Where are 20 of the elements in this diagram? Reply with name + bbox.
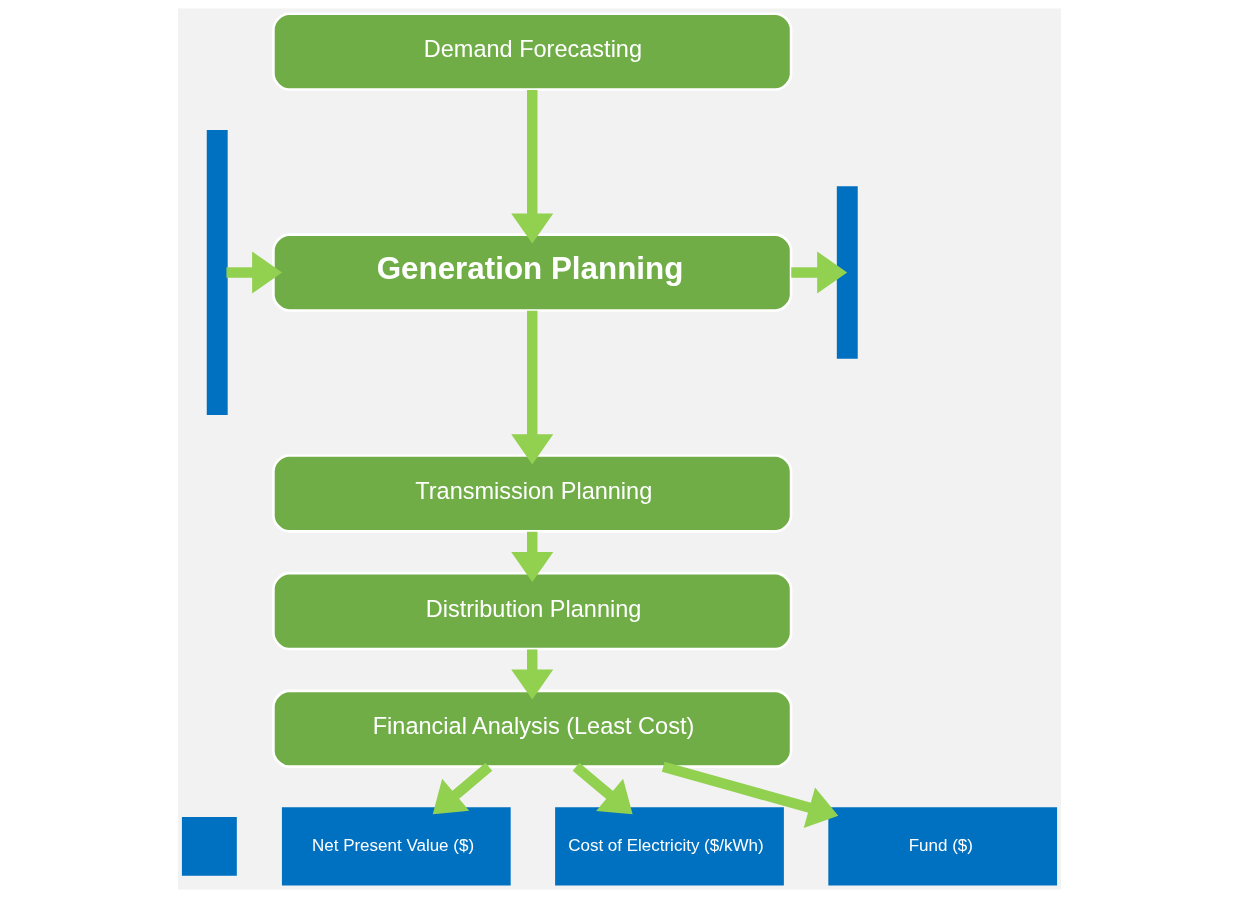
- arrow: [790, 251, 847, 294]
- node-box: Cost of Electricity ($/kWh): [554, 807, 784, 886]
- node-box: Transmission Planning: [271, 454, 792, 533]
- node-box: Fund ($): [827, 807, 1057, 886]
- node-box: [181, 816, 237, 876]
- node-box: Distribution Planning: [271, 571, 792, 651]
- arrow: [432, 762, 492, 815]
- arrow: [572, 762, 633, 815]
- arrow: [510, 89, 553, 244]
- node-box: Demand Forecasting: [271, 12, 792, 91]
- arrow: [510, 531, 553, 582]
- node-bar: [206, 130, 228, 415]
- node-bar: [836, 186, 858, 359]
- arrow: [510, 649, 553, 700]
- node-box: Financial Analysis (Least Cost): [271, 689, 792, 768]
- node-box: Net Present Value ($): [281, 807, 511, 886]
- arrow: [661, 761, 838, 828]
- arrow: [510, 310, 553, 465]
- arrow: [225, 251, 282, 294]
- node-box: Generation Planning: [271, 233, 792, 312]
